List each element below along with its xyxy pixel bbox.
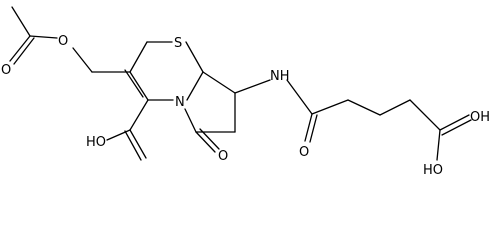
bond: [13, 37, 35, 65]
bond: [286, 79, 313, 115]
bond: [199, 128, 220, 150]
bond: [436, 129, 441, 161]
bonds: [9, 6, 472, 161]
atom-label-oh-chain: OH: [470, 110, 489, 125]
bond: [347, 99, 381, 116]
atom-label-ho-ring-acid: HO: [86, 135, 106, 150]
bond: [72, 47, 93, 73]
atom-label-o-beta-lactam: O: [218, 149, 228, 164]
atom-label-o-amide: O: [299, 145, 309, 160]
bond: [129, 129, 147, 159]
bond: [309, 114, 318, 143]
bond: [304, 113, 313, 142]
bond: [439, 114, 470, 131]
atom-label-o-acetyl-carbonyl: O: [1, 63, 11, 78]
bond: [409, 99, 441, 131]
atom-labels: O O S N NH HO O O OH HO: [1, 34, 489, 178]
bond: [184, 108, 197, 133]
chemical-structure-diagram: O O S N NH HO O O OH HO: [1, 6, 489, 178]
bond: [195, 131, 216, 153]
bond: [106, 129, 131, 141]
atom-label-sulfur: S: [174, 36, 182, 51]
atom-label-nh: NH: [270, 69, 290, 84]
bond: [129, 99, 149, 131]
bond: [9, 35, 31, 62]
bond: [311, 99, 349, 115]
bond: [11, 6, 31, 37]
atom-label-ho-chain: HO: [423, 163, 443, 178]
bond: [202, 71, 236, 94]
bond: [379, 99, 411, 116]
bond: [234, 79, 271, 94]
bond: [441, 119, 472, 136]
bond: [124, 130, 142, 161]
atom-label-o-ester: O: [58, 34, 68, 49]
bond: [129, 71, 149, 101]
bond: [124, 69, 144, 98]
bond: [186, 71, 204, 101]
atom-label-nitrogen: N: [175, 95, 185, 110]
bond: [129, 41, 148, 73]
bond: [185, 41, 204, 73]
bond: [29, 35, 58, 39]
